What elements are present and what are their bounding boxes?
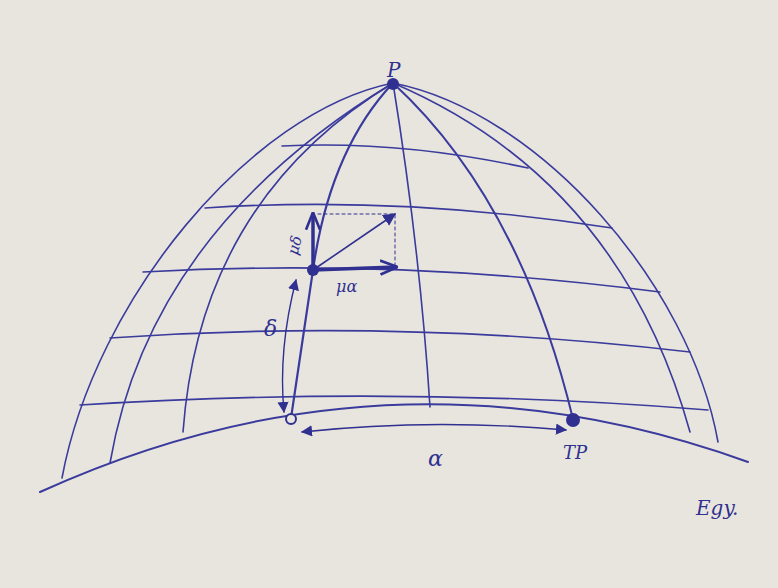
parallel — [205, 204, 612, 228]
parallel — [110, 331, 690, 352]
meridian — [393, 83, 573, 419]
alpha-label: α — [428, 448, 443, 470]
parallel — [80, 396, 708, 410]
mu-alpha-vector — [313, 267, 396, 270]
parallel — [143, 268, 660, 292]
meridian — [110, 83, 393, 463]
mu-alpha-label: μα — [336, 279, 357, 295]
equator — [40, 404, 748, 492]
pole-label: P — [387, 60, 400, 80]
dome-outline — [62, 83, 718, 478]
equator-label: Egy. — [696, 498, 738, 518]
meridian — [183, 83, 393, 432]
mu-delta-vector — [311, 214, 315, 270]
meridian — [393, 83, 430, 407]
vernal-point-label: TP — [563, 444, 587, 462]
mu-delta-label: μδ — [286, 234, 305, 256]
vernal-point — [566, 413, 580, 427]
delta-label: δ — [264, 318, 277, 340]
star-point — [307, 264, 319, 276]
foot-point — [286, 414, 296, 424]
parallel — [282, 145, 528, 168]
meridian — [393, 83, 690, 432]
delta-arrow — [283, 280, 297, 412]
alpha-arrow — [302, 424, 566, 432]
resultant-vector — [313, 214, 395, 270]
